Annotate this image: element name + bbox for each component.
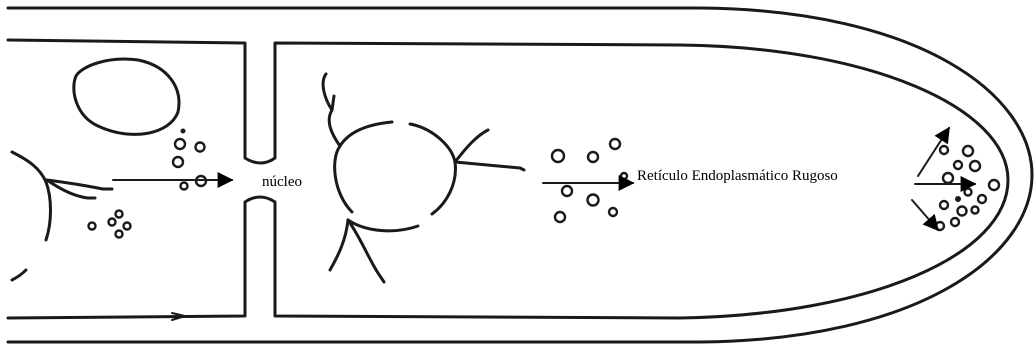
label-nucleo: núcleo bbox=[262, 174, 302, 190]
outer-cell-wall bbox=[8, 8, 1032, 342]
arrow-tip-down bbox=[912, 200, 938, 230]
inner-membrane-bottom bbox=[8, 197, 680, 318]
vesicle-cluster-left-bottom bbox=[89, 211, 131, 238]
vesicle-cluster-tip bbox=[936, 146, 999, 230]
arrow-tip-up bbox=[918, 128, 949, 176]
nucleus-ring bbox=[323, 74, 524, 282]
vesicle-cluster-middle bbox=[552, 139, 627, 222]
label-reticulo: Retículo Endoplasmático Rugoso bbox=[637, 168, 838, 184]
vacuole bbox=[74, 59, 179, 134]
left-partial-structure bbox=[12, 152, 112, 240]
left-arc-fragment bbox=[12, 270, 26, 280]
